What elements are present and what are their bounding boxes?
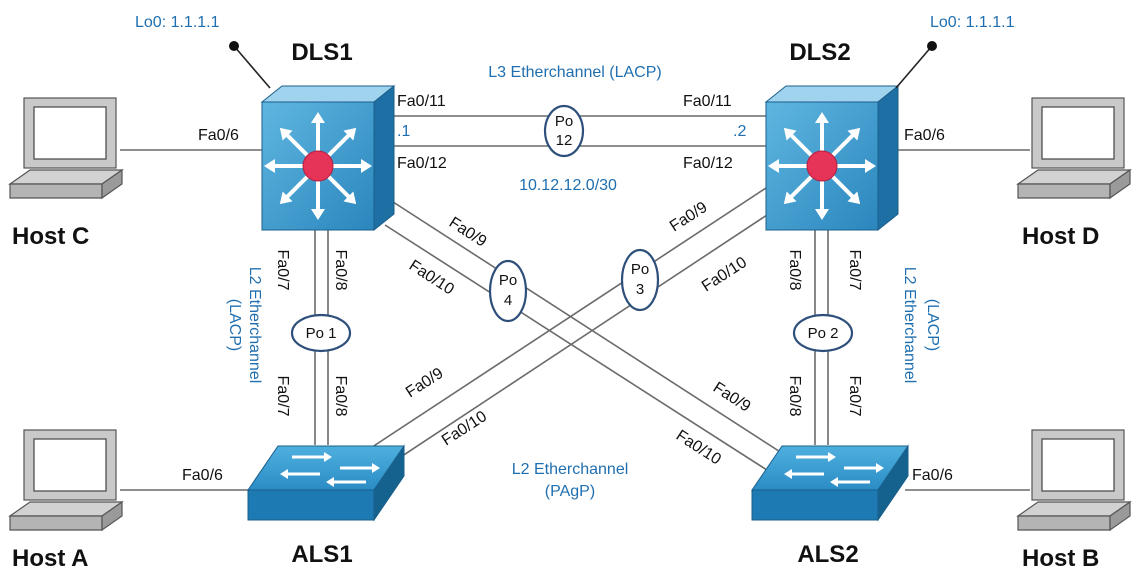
port-label-dls2-fa011: Fa0/11 xyxy=(683,93,732,110)
l3-dls2-ip: .2 xyxy=(733,123,746,140)
switch-arrows-icon xyxy=(784,452,884,487)
po3-label-top: Po xyxy=(631,261,649,278)
port-label-dls1-fa011: Fa0/11 xyxy=(397,93,446,110)
switch-arrows-icon xyxy=(262,110,374,222)
po3-label-bottom: 3 xyxy=(636,281,644,298)
port-label-als1-fa08: Fa0/8 xyxy=(332,376,349,417)
port-label-als2-fa08: Fa0/8 xyxy=(786,376,803,417)
port-channel-2: Po 2 xyxy=(792,313,854,353)
po12-label-top: Po xyxy=(555,113,573,130)
port-channel-4: Po 4 xyxy=(488,259,528,323)
port-label-dls2-fa06: Fa0/6 xyxy=(904,127,945,144)
port-channel-1: Po 1 xyxy=(290,313,352,353)
device-name-dls1: DLS1 xyxy=(291,39,352,66)
host-name-a: Host A xyxy=(12,545,88,572)
l3-subnet-label: 10.12.12.0/30 xyxy=(519,177,617,194)
port-label-dls2-fa08: Fa0/8 xyxy=(786,250,803,291)
port-label-dls1-fa012: Fa0/12 xyxy=(397,155,447,172)
multilayer-switch-dls1[interactable] xyxy=(260,84,396,232)
loopback-label-dls2: Lo0: 1.1.1.1 xyxy=(930,14,1015,31)
host-c-pc-icon[interactable] xyxy=(8,97,124,200)
right-l2-label-line2: (LACP) xyxy=(924,299,941,351)
host-name-d: Host D xyxy=(1022,223,1099,250)
port-label-dls2-fa09: Fa0/9 xyxy=(667,199,711,236)
po4-label-bottom: 4 xyxy=(504,292,512,309)
port-label-als2-fa07: Fa0/7 xyxy=(846,376,863,417)
device-name-als1: ALS1 xyxy=(291,541,352,568)
pagp-label-line1: L2 Etherchannel xyxy=(512,461,629,478)
po4-label-top: Po xyxy=(499,272,517,289)
link-dls2-als1-fa09 xyxy=(359,187,767,456)
po12-label-bottom: 12 xyxy=(556,132,573,149)
link-dls1-als2-fa09 xyxy=(389,199,786,456)
port-label-als2-fa010: Fa0/10 xyxy=(673,427,724,468)
port-label-dls1-fa09: Fa0/9 xyxy=(446,214,490,251)
port-label-dls1-fa010: Fa0/10 xyxy=(406,257,457,298)
port-channel-3: Po 3 xyxy=(620,248,660,312)
port-channels: Po 12 Po 1 Po 2 Po 4 Po 3 xyxy=(290,104,854,353)
port-label-als1-fa07: Fa0/7 xyxy=(274,376,291,417)
left-l2-label-line2: (LACP) xyxy=(226,299,243,351)
device-name-dls2: DLS2 xyxy=(789,39,850,66)
port-label-als1-fa09: Fa0/9 xyxy=(403,365,447,402)
left-l2-label-line1: L2 Etherchannel xyxy=(246,267,263,384)
access-switch-als1[interactable] xyxy=(247,444,405,522)
link-dls1-als2-fa010 xyxy=(384,224,771,473)
port-label-dls2-fa010: Fa0/10 xyxy=(699,254,750,295)
pagp-label-line2: (PAgP) xyxy=(545,483,595,500)
host-b-pc-icon[interactable] xyxy=(1016,429,1132,532)
switch-arrows-icon xyxy=(766,110,878,222)
port-label-dls1-fa06: Fa0/6 xyxy=(198,127,239,144)
loopback-pin-dls2 xyxy=(895,41,937,89)
port-label-dls2-fa07: Fa0/7 xyxy=(846,250,863,291)
loopback-pin-dls1 xyxy=(229,41,271,89)
port-label-dls1-fa07: Fa0/7 xyxy=(274,250,291,291)
loopback-label-dls1: Lo0: 1.1.1.1 xyxy=(135,14,220,31)
multilayer-switch-dls2[interactable] xyxy=(764,84,900,232)
l3-etherchannel-title: L3 Etherchannel (LACP) xyxy=(488,64,661,81)
port-label-dls2-fa012: Fa0/12 xyxy=(683,155,733,172)
port-label-als1-fa06: Fa0/6 xyxy=(182,467,223,484)
host-d-pc-icon[interactable] xyxy=(1016,97,1132,200)
switch-arrows-icon xyxy=(280,452,380,487)
port-channel-12: Po 12 xyxy=(543,104,585,158)
host-a-pc-icon[interactable] xyxy=(8,429,124,532)
host-name-b: Host B xyxy=(1022,545,1099,572)
host-name-c: Host C xyxy=(12,223,89,250)
po1-label: Po 1 xyxy=(306,325,337,342)
right-l2-label-line1: L2 Etherchannel xyxy=(901,267,918,384)
link-dls2-als1-fa010 xyxy=(377,212,771,473)
po2-label: Po 2 xyxy=(808,325,839,342)
port-label-als2-fa06: Fa0/6 xyxy=(912,467,953,484)
access-switch-als2[interactable] xyxy=(751,444,909,522)
l3-dls1-ip: .1 xyxy=(397,123,410,140)
port-label-dls1-fa08: Fa0/8 xyxy=(332,250,349,291)
device-name-als2: ALS2 xyxy=(797,541,858,568)
